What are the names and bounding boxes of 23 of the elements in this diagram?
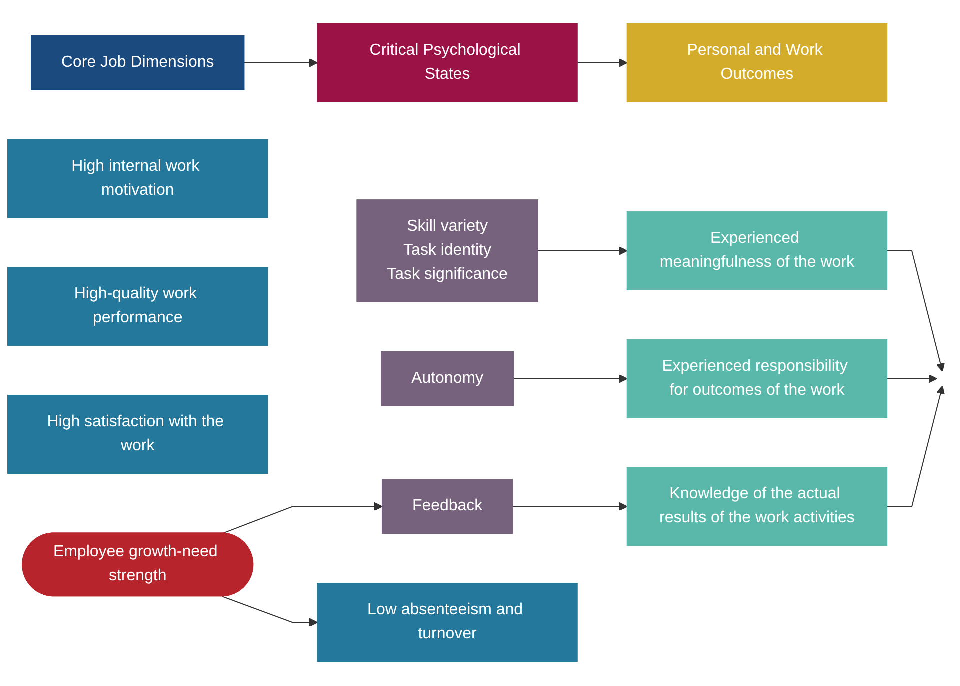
node-box: Core Job Dimensions (31, 36, 245, 91)
node-box: High satisfaction with the work (8, 395, 268, 474)
arrow (512, 502, 628, 512)
node-box: High internal work motivation (8, 140, 268, 218)
node-box: Low absenteeism and turnover (317, 583, 578, 662)
arrow (513, 374, 628, 384)
arrow (886, 250, 945, 372)
node-box: Feedback (382, 479, 514, 534)
arrow (886, 386, 945, 508)
arrow (537, 246, 628, 256)
node-box: Skill variety Task identity Task significance (356, 200, 538, 303)
node-box: High-quality work performance (8, 267, 268, 346)
arrow (576, 58, 628, 68)
arrow (222, 596, 318, 628)
node-box: Autonomy (381, 352, 514, 407)
node-box: Critical Psychological States (317, 24, 578, 103)
node-box: Experienced responsibility for outcomes of the work (626, 340, 888, 419)
arrow (222, 502, 383, 534)
arrow (244, 58, 318, 68)
arrow (886, 374, 938, 384)
node-box: Experienced meaningfulness of the work (626, 212, 888, 291)
node-box: Personal and Work Outcomes (626, 24, 888, 103)
node-box: Knowledge of the actual results of the work activities (626, 468, 888, 546)
